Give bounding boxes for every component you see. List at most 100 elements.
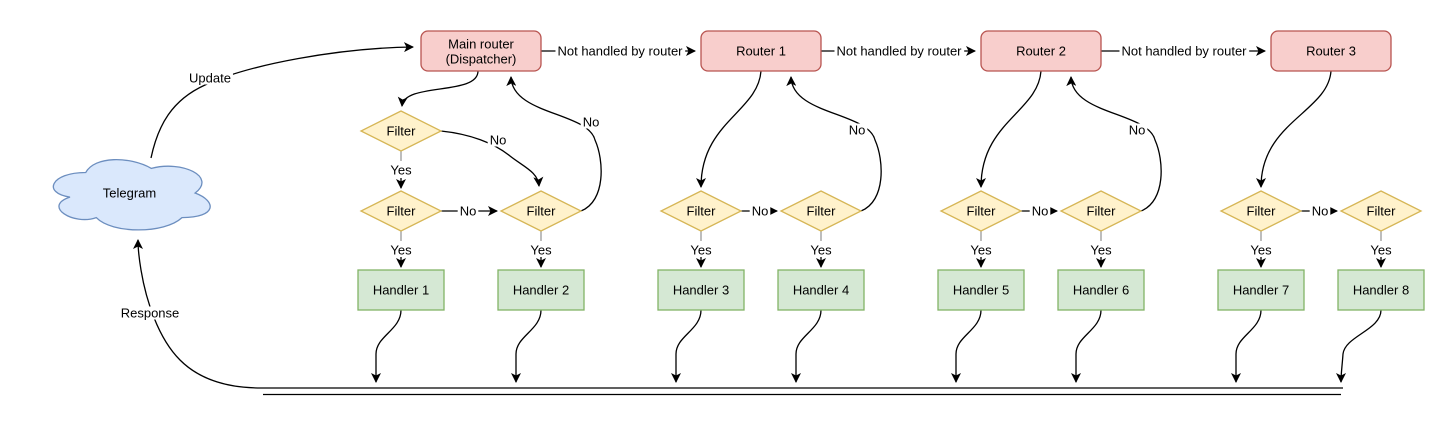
filter-c1-yes-stub-label-bg [968,243,995,257]
filter-a3-yes-stub-label-bg [528,243,555,257]
router-1-shape [700,30,822,72]
filter-a1-no-edge: No [440,130,544,187]
handler-4-to-bus-edge [791,309,822,383]
filter-d1-shape [1219,190,1303,232]
router1-to-router2-edge-label-bg [834,44,965,58]
handler-6-to-bus-edge [1071,309,1102,383]
handler-7-label: Handler 7 [1233,283,1289,298]
handler-7: Handler 7 [1217,269,1305,311]
handler-4: Handler 4 [777,269,865,311]
filter-b2-no-loop-edge-label-bg [846,123,868,137]
filter-a1-yes-stub-label-bg [388,163,415,177]
filter-d2-label: Filter [1367,204,1397,219]
filter-c1-yes-stub-label: Yes [970,243,992,258]
filter-d2: Filter [1339,190,1423,232]
handler-6: Handler 6 [1057,269,1145,311]
handler-2-shape [497,269,585,311]
filter-b2-label: Filter [807,204,837,219]
filter-b2-yes-stub-label: Yes [810,243,832,258]
filter-b2: Filter [779,190,863,232]
router-2: Router 2 [980,30,1102,72]
filter-a2-no-edge-label: No [460,204,477,219]
handler-6-shape [1057,269,1145,311]
filter-a3-label: Filter [527,204,557,219]
handler-2: Handler 2 [497,269,585,311]
update-edge-label-bg [187,71,233,85]
filter-b1-yes-stub-label-bg [688,243,715,257]
handler-1-label: Handler 1 [373,283,429,298]
router-1-label: Router 1 [736,44,786,59]
router2-to-filter-c1-edge [976,70,1042,188]
handler-2-to-bus-edge [511,309,542,383]
filter-a3-no-loop-edge-label: No [583,115,600,130]
handler-3-to-bus-edge [671,309,702,383]
filter-c1-no-edge: No [1021,204,1058,219]
filter-b1-yes-stub-label: Yes [690,243,712,258]
router1-to-router2-edge-label: Not handled by router [836,44,962,59]
handler-7-to-bus-edge [1231,309,1262,383]
handler-8-shape [1337,269,1425,311]
filter-c1-no-edge-label: No [1032,204,1049,219]
filter-b1-no-edge-label-bg [749,204,771,218]
router-3: Router 3 [1270,30,1392,72]
filter-a2-yes-stub-label: Yes [390,243,412,258]
filter-a3-yes-stub-label: Yes [530,243,552,258]
handler-3-label: Handler 3 [673,283,729,298]
filter-c2-yes-stub-label: Yes [1090,243,1112,258]
filter-c1-shape [939,190,1023,232]
filter-a2-yes-stub-label-bg [388,243,415,257]
filter-a2-no-edge: No [441,204,498,219]
filter-a1-no-edge-label: No [490,133,507,148]
filter-c2-label: Filter [1087,204,1117,219]
main-to-router1-edge-label: Not handled by router [557,44,683,59]
handler-8-to-bus-edge [1336,309,1382,383]
filter-b1-shape [659,190,743,232]
filter-a3: Filter [499,190,583,232]
handler-5-label: Handler 5 [953,283,1009,298]
handler-1-to-bus-edge [371,309,402,383]
router-2-shape [980,30,1102,72]
filter-d1-no-edge-label-bg [1309,204,1331,218]
router1-to-filter-b1-edge [696,70,762,188]
handler-4-label: Handler 4 [793,283,849,298]
filter-d2-yes-stub-label: Yes [1370,243,1392,258]
filter-a2-yes-stub: Yes [388,231,415,258]
telegram-cloud-label: Telegram [103,186,156,201]
main-to-router1-edge-label-bg [555,44,686,58]
router-3-label: Router 3 [1306,44,1356,59]
router-1: Router 1 [700,30,822,72]
router2-to-router3-edge-label: Not handled by router [1121,44,1247,59]
handler-5-to-bus-edge [951,309,982,383]
filter-d1-yes-stub-label-bg [1248,243,1275,257]
filter-a3-yes-stub: Yes [528,231,555,258]
handler-4-shape [777,269,865,311]
main-router-label: Main router(Dispatcher) [446,36,517,66]
main-router: Main router(Dispatcher) [420,30,542,72]
handler-8: Handler 8 [1337,269,1425,311]
filter-c2: Filter [1059,190,1143,232]
handler-5: Handler 5 [937,269,1025,311]
filter-c2-no-loop-edge: No [1066,76,1162,212]
handler-1-shape [357,269,445,311]
handler-5-shape [937,269,1025,311]
filter-c1-no-edge-label-bg [1029,204,1051,218]
filter-a1-shape [359,110,443,152]
filter-d1: Filter [1219,190,1303,232]
update-edge-label: Update [189,71,231,86]
filter-a1-label: Filter [387,124,417,139]
filter-c1: Filter [939,190,1023,232]
router3-to-filter-d1-edge [1256,70,1332,188]
filter-a3-shape [499,190,583,232]
filter-a2-no-edge-label-bg [457,204,479,218]
router-2-label: Router 2 [1016,44,1066,59]
filter-d2-yes-stub: Yes [1368,231,1395,258]
filter-d1-yes-stub-label: Yes [1250,243,1272,258]
filter-b2-no-loop-edge: No [786,76,882,212]
handler-1: Handler 1 [357,269,445,311]
handler-2-label: Handler 2 [513,283,569,298]
filter-a2-shape [359,190,443,232]
router-3-shape [1270,30,1392,72]
handler-7-shape [1217,269,1305,311]
filter-a2: Filter [359,190,443,232]
filter-d1-yes-stub: Yes [1248,231,1275,258]
